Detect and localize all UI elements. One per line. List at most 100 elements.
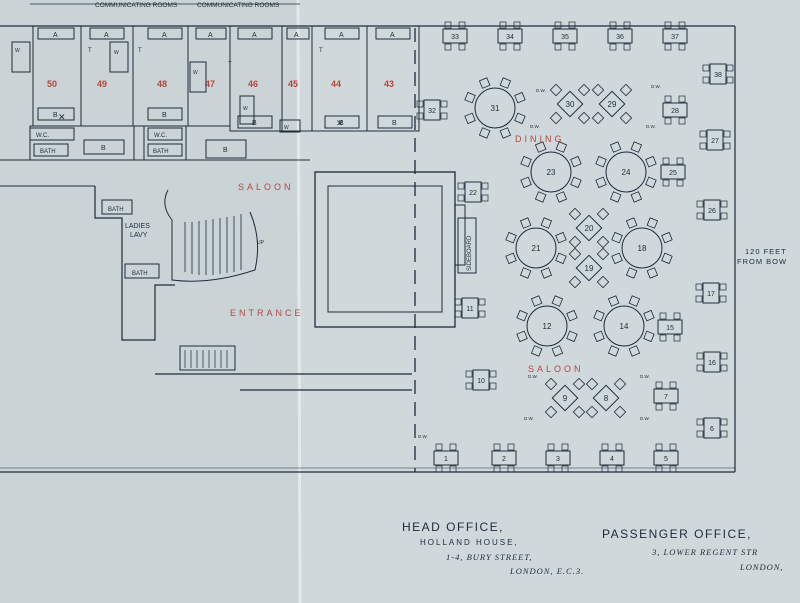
svg-text:A: A	[53, 32, 58, 39]
small-table-16: 16	[696, 351, 728, 373]
staircase: UP	[164, 189, 265, 371]
round-table-18: 18	[611, 217, 673, 279]
table-number: 9	[563, 394, 568, 403]
table-number: 29	[608, 100, 617, 109]
small-table-4: 4	[599, 443, 625, 473]
bath-label-2: BATH	[153, 149, 169, 155]
table-number: 15	[666, 325, 674, 332]
cabin-number-46: 46	[248, 79, 258, 89]
round-table-29: 29	[591, 83, 633, 125]
table-number: 20	[585, 224, 594, 233]
table-number: 31	[491, 104, 500, 113]
cabin-number-43: 43	[384, 79, 394, 89]
table-number: 35	[561, 34, 569, 41]
table-number: 24	[622, 168, 631, 177]
svg-text:W: W	[284, 125, 289, 131]
svg-text:D.W.: D.W.	[536, 88, 546, 93]
svg-text:W: W	[193, 70, 198, 76]
svg-text:W: W	[114, 50, 119, 56]
svg-text:A: A	[252, 32, 257, 39]
table-number: 22	[469, 190, 477, 197]
small-table-15: 15	[657, 312, 683, 342]
small-table-7: 7	[653, 381, 679, 411]
table-number: 6	[710, 426, 714, 433]
cabin-43: A 43 B	[366, 25, 420, 132]
svg-text:LAVY: LAVY	[130, 232, 148, 239]
cabin-number-49: 49	[97, 79, 107, 89]
svg-text:UP: UP	[257, 240, 265, 246]
svg-text:D.W.: D.W.	[651, 84, 661, 89]
round-table-12: 12	[516, 295, 578, 357]
table-number: 17	[707, 291, 715, 298]
communicating-rooms-notes: COMMUNICATING ROOMS COMMUNICATING ROOMS	[30, 2, 300, 9]
table-number: 1	[444, 456, 448, 463]
fixtures: W W W W W T T T T ✕ ✕	[11, 41, 344, 133]
svg-text:D.W.: D.W.	[530, 124, 540, 129]
round-table-19: 19	[568, 247, 610, 289]
table-number: 14	[620, 322, 629, 331]
sideboard-label: SIDEBOARD	[467, 235, 473, 271]
small-table-25: 25	[660, 157, 686, 187]
small-table-35: 35	[552, 21, 578, 51]
head-office-line2: 1-4, BURY STREET,	[446, 552, 533, 562]
small-table-27: 27	[699, 129, 731, 151]
small-table-37: 37	[662, 21, 688, 51]
table-number: 4	[610, 456, 614, 463]
head-office-title: HEAD OFFICE,	[402, 520, 504, 534]
svg-text:W: W	[15, 48, 20, 54]
table-number: 34	[506, 34, 514, 41]
small-table-28: 28	[662, 95, 688, 125]
small-table-34: 34	[497, 21, 523, 51]
small-table-5: 5	[653, 443, 679, 473]
bath-label-3: BATH	[108, 207, 124, 213]
table-number: 32	[428, 108, 436, 115]
table-number: 5	[664, 456, 668, 463]
table-number: 16	[708, 360, 716, 367]
round-table-30: 30	[549, 83, 591, 125]
table-number: 12	[543, 322, 552, 331]
saloon-entrance-area: SALOON ENTRANCE BATH LADIES LAVY BATH UP…	[94, 28, 477, 472]
distance-note: 120 FEET FROM BOW	[737, 247, 787, 266]
table-number: 37	[671, 34, 679, 41]
passenger-office-title: PASSENGER OFFICE,	[602, 527, 752, 541]
cabin-number-45: 45	[288, 79, 298, 89]
cabin-number-44: 44	[331, 79, 341, 89]
bathroom-strip: W.C. BATH B W.C. BATH B	[29, 125, 247, 161]
cabin-number-50: 50	[47, 79, 57, 89]
passenger-office-line1: 3, LOWER REGENT STR	[651, 547, 758, 557]
table-number: 21	[532, 244, 541, 253]
svg-text:A: A	[294, 32, 299, 39]
small-table-22: 22	[457, 181, 489, 203]
svg-text:D.W.: D.W.	[646, 124, 656, 129]
small-table-6: 6	[696, 417, 728, 439]
small-table-10: 10	[465, 369, 497, 391]
central-void: SIDEBOARD	[314, 171, 477, 328]
bath-label-1: BATH	[40, 149, 56, 155]
paper-fold	[296, 0, 302, 603]
small-table-32: 32	[416, 99, 448, 121]
svg-text:A: A	[104, 32, 109, 39]
footer-addresses: HEAD OFFICE, HOLLAND HOUSE, 1-4, BURY ST…	[402, 520, 783, 576]
entrance-label: ENTRANCE	[230, 308, 304, 318]
table-number: 11	[466, 306, 473, 313]
svg-text:B: B	[223, 147, 228, 154]
small-table-33: 33	[442, 21, 468, 51]
head-office-line3: LONDON, E.C.3.	[509, 566, 584, 576]
table-number: 26	[708, 208, 716, 215]
table-number: 2	[502, 456, 506, 463]
table-number: 10	[477, 378, 485, 385]
svg-text:T: T	[138, 48, 142, 54]
table-number: 8	[604, 394, 609, 403]
dining-label: DINING	[515, 134, 565, 144]
small-table-36: 36	[607, 21, 633, 51]
small-table-1: 1	[433, 443, 459, 473]
svg-text:B: B	[339, 120, 344, 127]
svg-text:T: T	[319, 48, 323, 54]
svg-text:A: A	[390, 32, 395, 39]
distance-line2: FROM BOW	[737, 257, 787, 266]
saloon-label-lower: SALOON	[528, 364, 584, 374]
svg-text:A: A	[208, 32, 213, 39]
dw-markers: D.W. D.W. D.W. D.W. D.W. D.W. D.W. D.W. …	[418, 84, 661, 439]
